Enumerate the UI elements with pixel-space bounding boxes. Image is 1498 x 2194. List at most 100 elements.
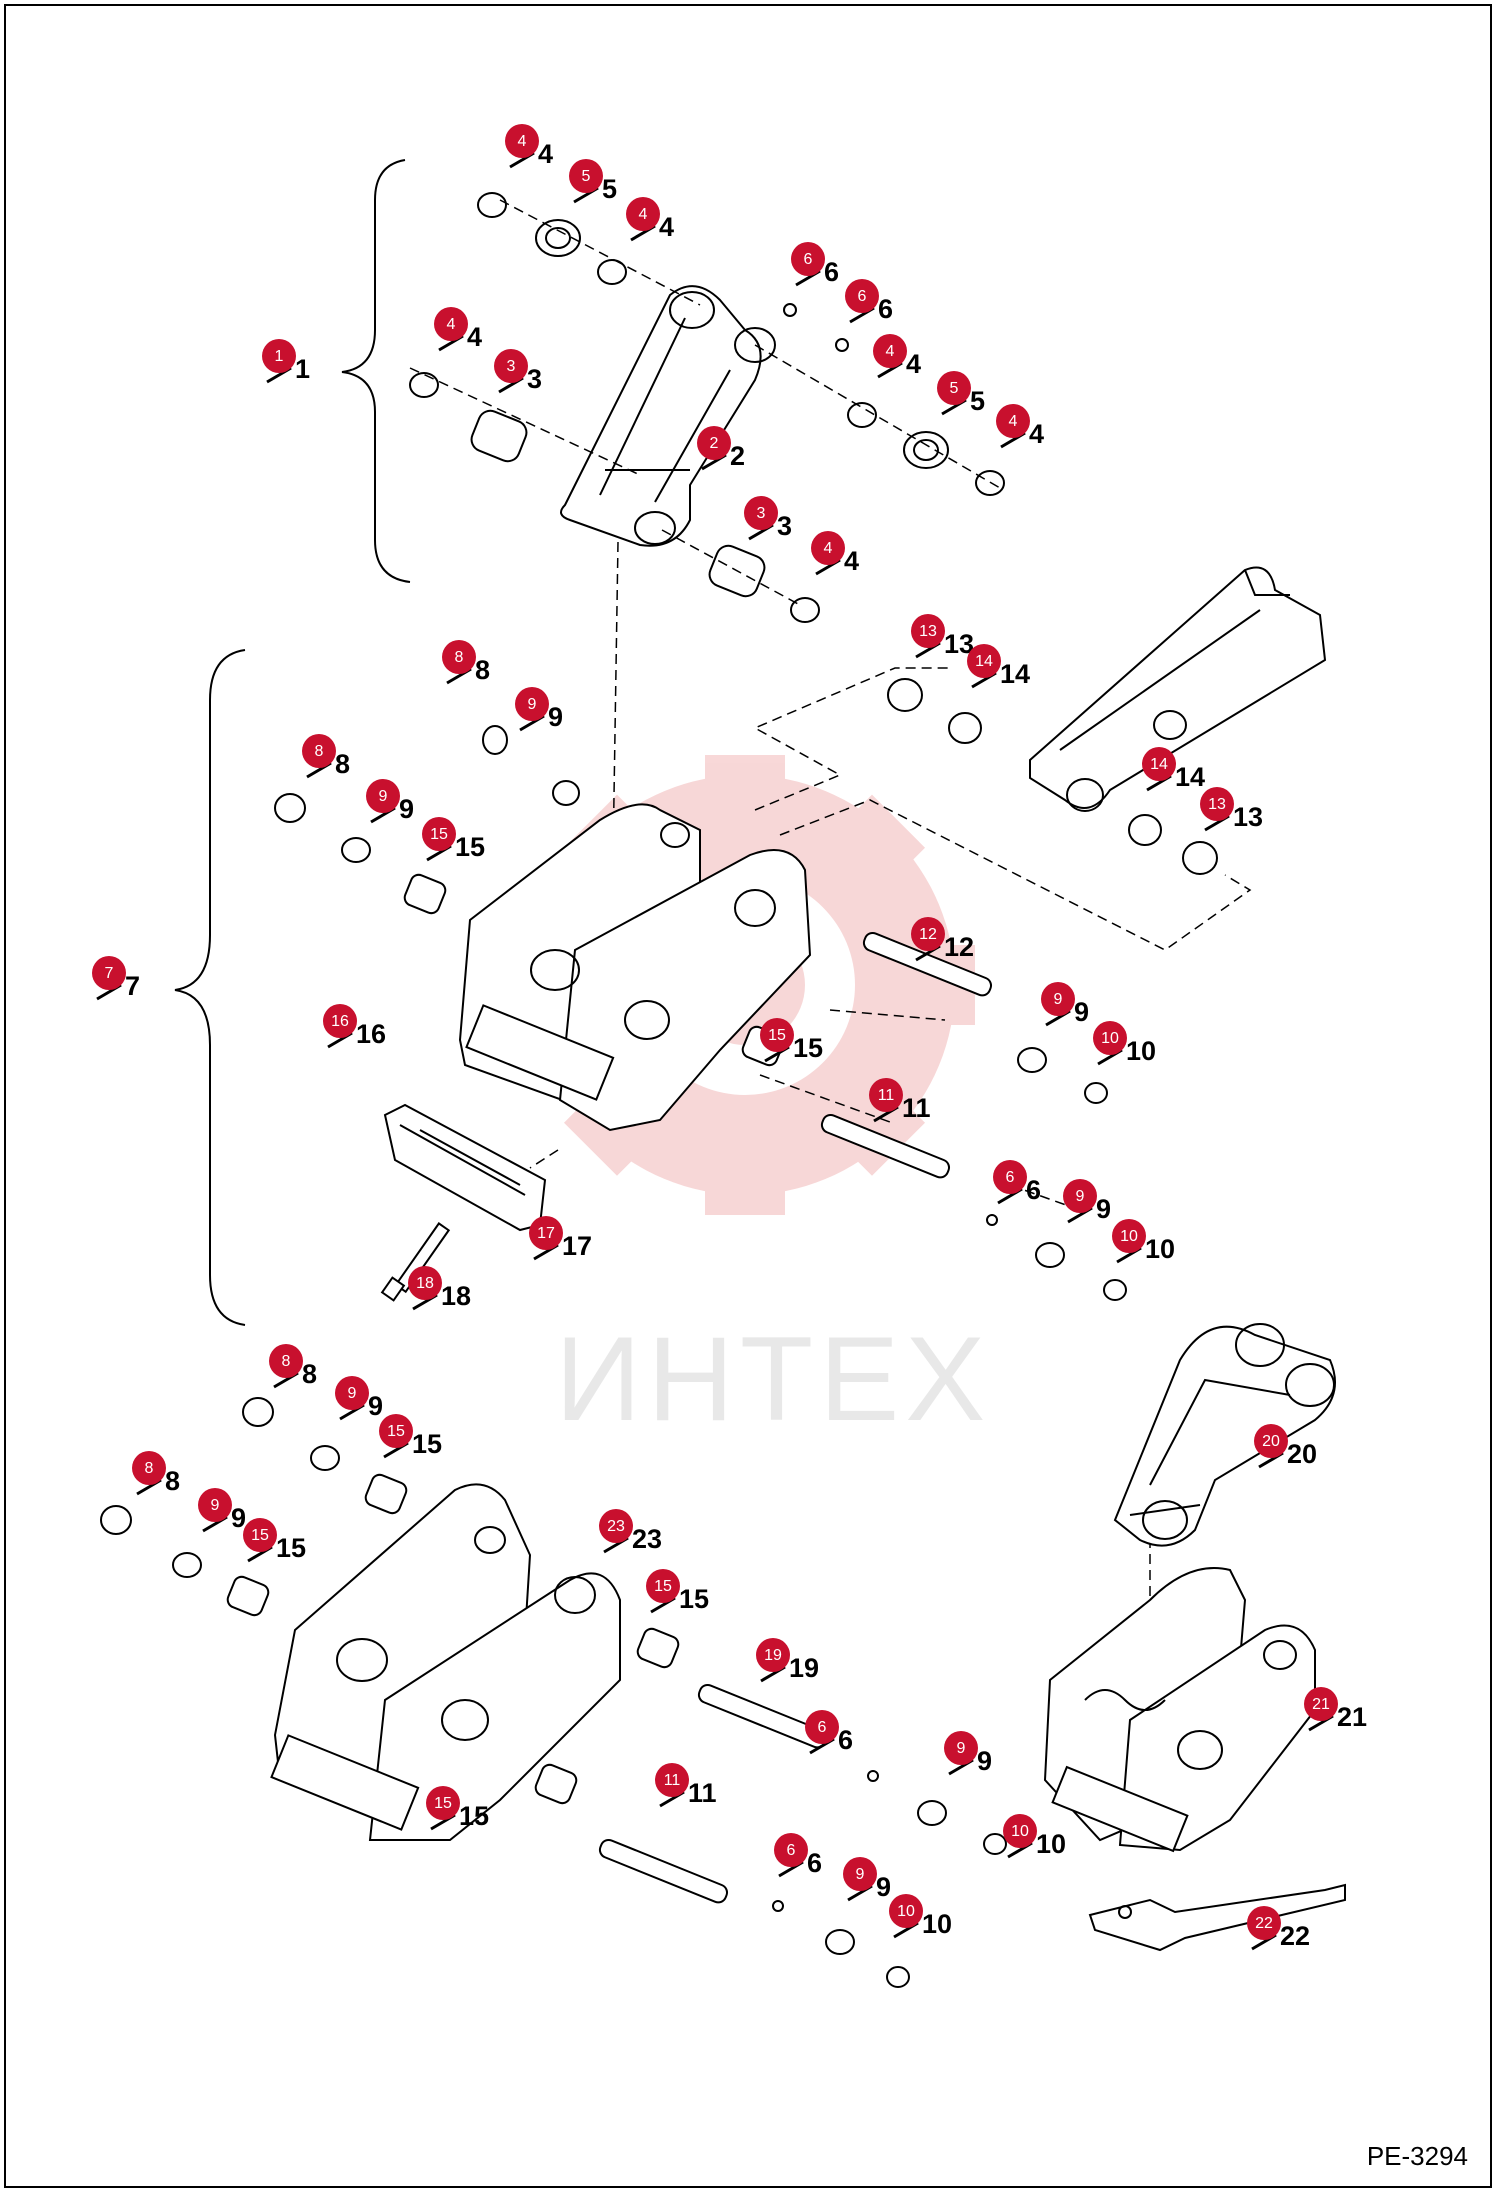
callout-badge-number: 13 — [1208, 796, 1226, 813]
callout-badge-number: 8 — [455, 649, 464, 666]
callout-label: 19 — [789, 1653, 819, 1683]
callout-badge-number: 4 — [824, 540, 833, 557]
callout-badge-number: 16 — [331, 1013, 349, 1030]
callout-badge-number: 15 — [434, 1795, 452, 1812]
callout-badge-number: 9 — [211, 1497, 220, 1514]
callout-9: 99 — [944, 1731, 992, 1776]
callout-badge — [1093, 1021, 1127, 1055]
callout-badge — [967, 644, 1001, 678]
callout-8: 88 — [269, 1344, 317, 1389]
callout-badge-number: 17 — [537, 1225, 555, 1242]
callout-11: 11 11 — [655, 1763, 717, 1808]
callout-label: 14 — [1000, 659, 1030, 689]
callout-9: 99 — [1063, 1179, 1111, 1224]
callout-badge-number: 8 — [145, 1460, 154, 1477]
callout-7: 77 — [92, 956, 140, 1001]
coupler-21 — [1043, 1567, 1316, 1853]
callout-badge — [944, 1731, 978, 1765]
callout-badge-number: 6 — [1006, 1169, 1015, 1186]
callout-badge-number: 10 — [897, 1903, 915, 1920]
callout-badge-number: 9 — [1076, 1188, 1085, 1205]
callout-badge — [1254, 1424, 1288, 1458]
callout-badge — [805, 1710, 839, 1744]
callout-6: 66 — [993, 1160, 1041, 1205]
callout-5: 55 — [569, 159, 617, 204]
callout-badge-number: 9 — [379, 788, 388, 805]
callout-badge — [993, 1160, 1027, 1194]
callout-label: 15 — [459, 1801, 489, 1831]
callout-label: 4 — [467, 322, 482, 352]
callout-label: 4 — [906, 349, 921, 379]
callout-badge — [996, 404, 1030, 438]
callout-label: 4 — [659, 212, 674, 242]
callout-badge-number: 5 — [582, 168, 591, 185]
callout-badge — [697, 426, 731, 460]
seals — [535, 219, 949, 469]
callout-badge-number: 13 — [919, 623, 937, 640]
shims — [409, 192, 1005, 623]
callout-4: 44 — [873, 334, 921, 379]
link-assembly — [409, 192, 1005, 623]
callout-badge — [1304, 1687, 1338, 1721]
callout-badge-number: 3 — [507, 358, 516, 375]
callout-label: 4 — [538, 139, 553, 169]
callout-badge — [655, 1763, 689, 1797]
callout-badge-number: 9 — [1054, 991, 1063, 1008]
callout-label: 11 — [688, 1778, 717, 1808]
callout-3: 33 — [744, 496, 792, 541]
callout-label: 9 — [876, 1872, 891, 1902]
callout-badge-number: 6 — [818, 1719, 827, 1736]
callout-label: 15 — [793, 1033, 823, 1063]
callout-label: 8 — [335, 749, 350, 779]
callout-badge-number: 9 — [856, 1866, 865, 1883]
callout-badge-number: 14 — [1150, 756, 1168, 773]
callout-badge — [756, 1638, 790, 1672]
callout-badge — [873, 334, 907, 368]
callout-9: 99 — [515, 687, 563, 732]
callout-4: 44 — [505, 124, 553, 169]
callout-8: 88 — [132, 1451, 180, 1496]
callout-6: 66 — [791, 242, 839, 287]
callout-badge-number: 18 — [416, 1275, 434, 1292]
callout-label: 18 — [441, 1281, 471, 1311]
figure-code: PE-3294 — [1366, 2141, 1468, 2171]
callout-badge-number: 22 — [1255, 1915, 1273, 1932]
callout-badge-number: 20 — [1262, 1433, 1280, 1450]
watermark-text: ИНТЕХ — [555, 1312, 991, 1446]
link-20 — [1113, 1323, 1336, 1547]
callout-badge — [911, 614, 945, 648]
callout-label: 8 — [165, 1466, 180, 1496]
callout-label: 6 — [807, 1848, 822, 1878]
wear-pad — [383, 1103, 547, 1232]
callout-label: 11 — [902, 1093, 931, 1123]
callout-badge-number: 2 — [710, 435, 719, 452]
callout-label: 4 — [1029, 419, 1044, 449]
callout-label: 9 — [368, 1391, 383, 1421]
callout-9: 99 — [843, 1857, 891, 1902]
callout-badge-number: 4 — [886, 343, 895, 360]
callout-label: 4 — [844, 546, 859, 576]
callout-badge — [937, 371, 971, 405]
callout-badge-number: 6 — [804, 251, 813, 268]
callout-9: 99 — [198, 1488, 246, 1533]
callout-label: 2 — [730, 441, 745, 471]
callout-label: 10 — [1036, 1829, 1066, 1859]
callout-badge — [599, 1509, 633, 1543]
callout-badge — [515, 687, 549, 721]
callout-label: 6 — [838, 1725, 853, 1755]
callout-badge — [198, 1488, 232, 1522]
callout-badge — [505, 124, 539, 158]
callout-4: 44 — [434, 307, 482, 352]
callout-badge — [911, 917, 945, 951]
callout-label: 10 — [1145, 1234, 1175, 1264]
bolt — [380, 1222, 451, 1302]
callout-label: 5 — [970, 386, 985, 416]
callout-label: 15 — [679, 1584, 709, 1614]
callout-badge-number: 11 — [664, 1772, 681, 1789]
callout-badge-number: 4 — [1009, 413, 1018, 430]
